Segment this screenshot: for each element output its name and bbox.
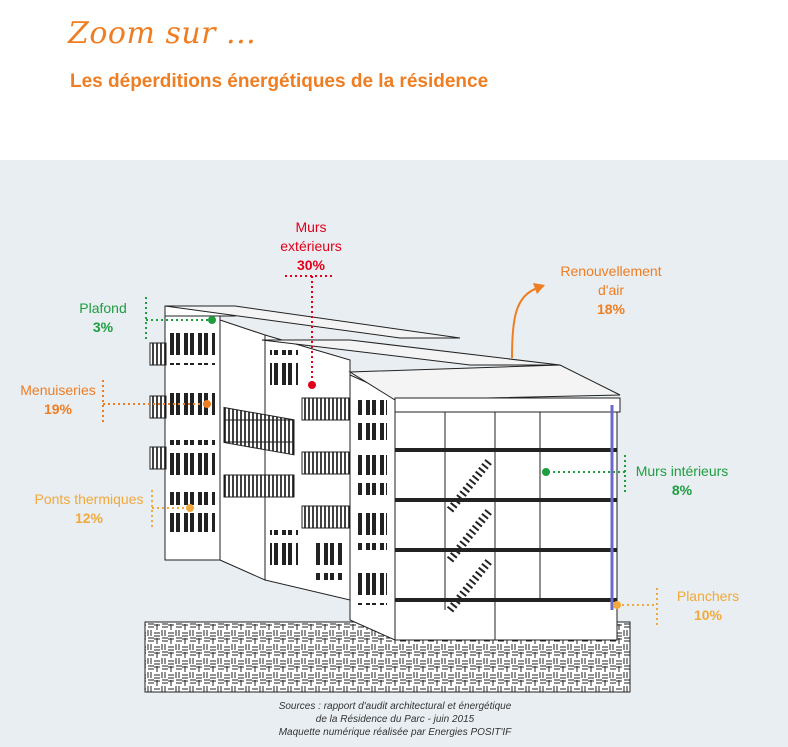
ponts-thermiques-label: Ponts thermiques 12% — [34, 491, 144, 526]
ponts-thermiques-marker — [186, 504, 194, 512]
plafond-label: Plafond 3% — [79, 300, 127, 335]
murs-exterieurs-label: Murs extérieurs 30% — [280, 219, 342, 273]
page-subtitle: Les déperditions énergétiques de la rési… — [70, 71, 489, 92]
planchers-label: Planchers 10% — [676, 588, 740, 623]
section-cut — [348, 364, 621, 641]
renouvellement-air-label: Renouvellement d'air 18% — [560, 263, 662, 317]
air-arrow — [511, 287, 539, 359]
murs-interieurs-marker — [542, 468, 550, 476]
sources-caption: Sources : rapport d'audit architectural … — [278, 701, 512, 738]
page-title: Zoom sur ... — [68, 16, 257, 51]
murs-interieurs-label: Murs intérieurs 8% — [635, 463, 729, 498]
murs-exterieurs-marker — [308, 381, 316, 389]
plafond-marker — [208, 316, 216, 324]
leader-lines — [102, 275, 658, 625]
menuiseries-marker — [203, 400, 211, 408]
menuiseries-label: Menuiseries 19% — [20, 382, 96, 417]
planchers-marker — [613, 601, 621, 609]
